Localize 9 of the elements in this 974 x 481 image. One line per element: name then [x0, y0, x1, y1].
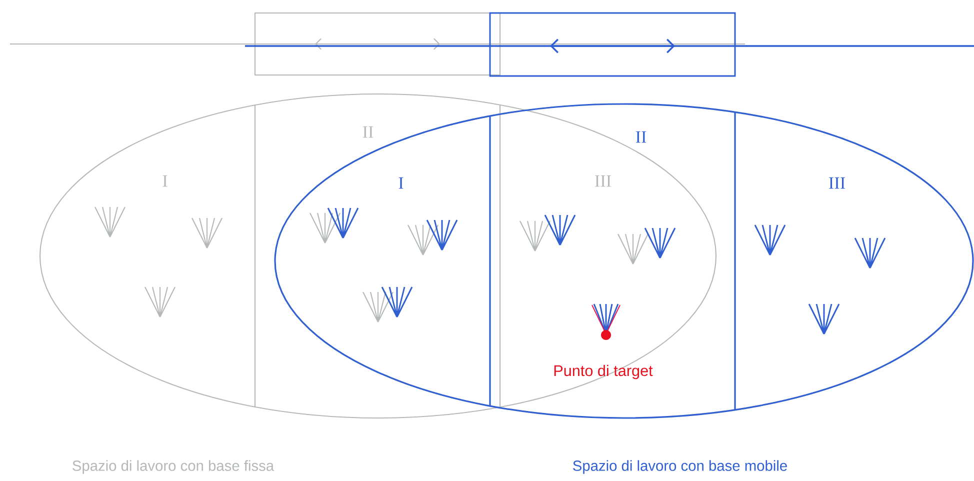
region-numeral: III [594, 175, 612, 187]
region-numeral: II [362, 126, 374, 138]
region-numeral: I [162, 175, 168, 187]
region-numeral: I [398, 177, 404, 189]
target-label: Punto di target [554, 364, 653, 380]
region-numeral: III [828, 177, 846, 189]
region-numeral: II [636, 131, 646, 143]
caption: Spazio di lavoro con base fissa [72, 460, 274, 474]
caption: Spazio di lavoro con base mobile [573, 460, 787, 474]
